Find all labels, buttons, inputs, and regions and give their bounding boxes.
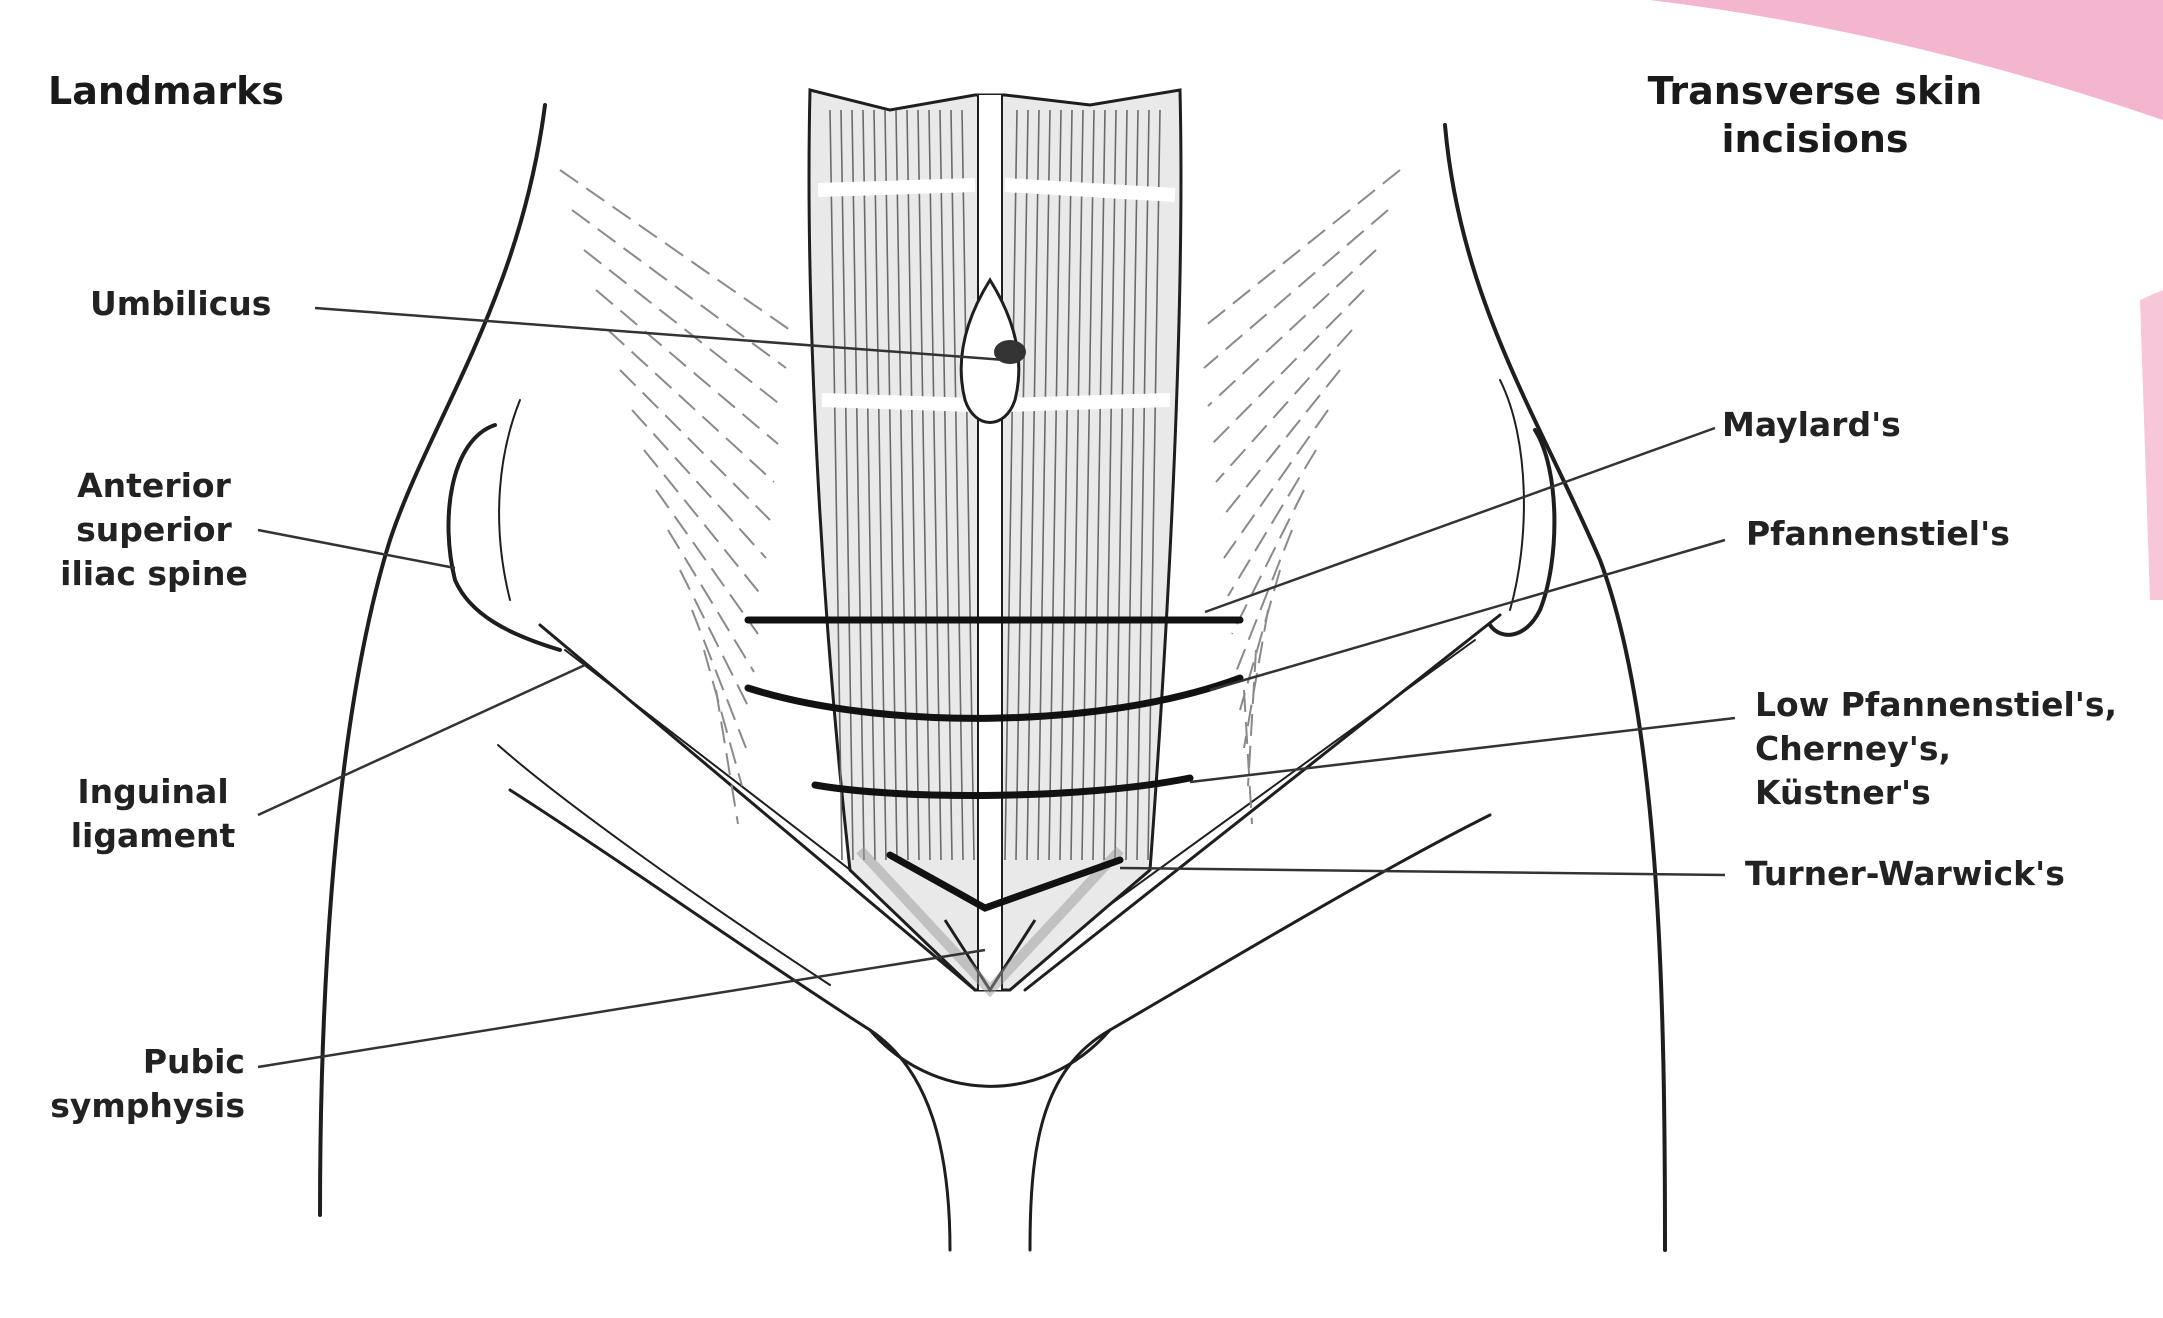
hatch-line-right — [1224, 410, 1328, 558]
label-inguinal: Inguinal ligament — [58, 770, 248, 858]
hatch-line-right — [1216, 330, 1352, 482]
label-turner-warwick: Turner-Warwick's — [1745, 852, 2065, 896]
incisions-heading-line2: incisions — [1600, 115, 2030, 163]
label-pfannenstiel: Pfannenstiel's — [1746, 512, 2010, 556]
label-pubic-line1: Pubic — [20, 1040, 245, 1084]
leader-inguinal — [258, 665, 585, 815]
hatch-line-left — [644, 450, 762, 596]
asis-right-inner — [1500, 380, 1524, 610]
incisions-heading: Transverse skin incisions — [1600, 67, 2030, 163]
hatch-line-right — [1212, 290, 1364, 444]
leader-asis — [258, 530, 455, 568]
hatch-line-left — [656, 490, 758, 634]
leader-low — [1190, 718, 1735, 782]
hatch-line-left — [560, 170, 790, 330]
hatch-line-left — [668, 530, 754, 672]
hatch-line-left — [692, 610, 746, 748]
left-fold — [498, 745, 830, 985]
leader-turner — [1120, 868, 1725, 875]
hatch-line-left — [608, 330, 774, 482]
label-low-line2: Cherney's, — [1755, 727, 2117, 771]
label-low-line1: Low Pfannenstiel's, — [1755, 683, 2117, 727]
label-asis-line1: Anterior — [40, 464, 268, 508]
leader-pubic — [258, 950, 985, 1067]
hatch-line-right — [1228, 450, 1316, 596]
hatch-line-left — [572, 210, 786, 368]
label-asis-line3: iliac spine — [40, 552, 268, 596]
hatch-line-left — [596, 290, 778, 444]
hatch-line-right — [1200, 170, 1400, 330]
leader-pfannenstiel — [1210, 540, 1725, 690]
hatch-line-left — [584, 250, 782, 406]
label-inguinal-line2: ligament — [58, 814, 248, 858]
label-asis: Anterior superior iliac spine — [40, 464, 268, 596]
leader-maylard — [1205, 428, 1715, 612]
label-low-line3: Küstner's — [1755, 771, 2117, 815]
body-outline-right — [1445, 125, 1665, 1250]
label-asis-line2: superior — [40, 508, 268, 552]
label-low-pfannenstiel: Low Pfannenstiel's, Cherney's, Küstner's — [1755, 683, 2117, 815]
label-maylard: Maylard's — [1722, 403, 1901, 447]
landmarks-heading: Landmarks — [48, 67, 284, 115]
hatch-line-right — [1208, 250, 1376, 406]
hatch-line-right — [1204, 210, 1388, 368]
label-pubic: Pubic symphysis — [20, 1040, 245, 1128]
incisions-heading-line1: Transverse skin — [1600, 67, 2030, 115]
label-umbilicus: Umbilicus — [90, 282, 271, 326]
hatch-line-right — [1220, 370, 1340, 520]
body-outline-left — [320, 105, 545, 1215]
hatch-line-left — [632, 410, 766, 558]
hatch-line-right — [1236, 530, 1292, 672]
label-pubic-line2: symphysis — [20, 1084, 245, 1128]
hatch-line-left — [620, 370, 770, 520]
asis-left-inner — [499, 400, 520, 600]
label-inguinal-line1: Inguinal — [58, 770, 248, 814]
